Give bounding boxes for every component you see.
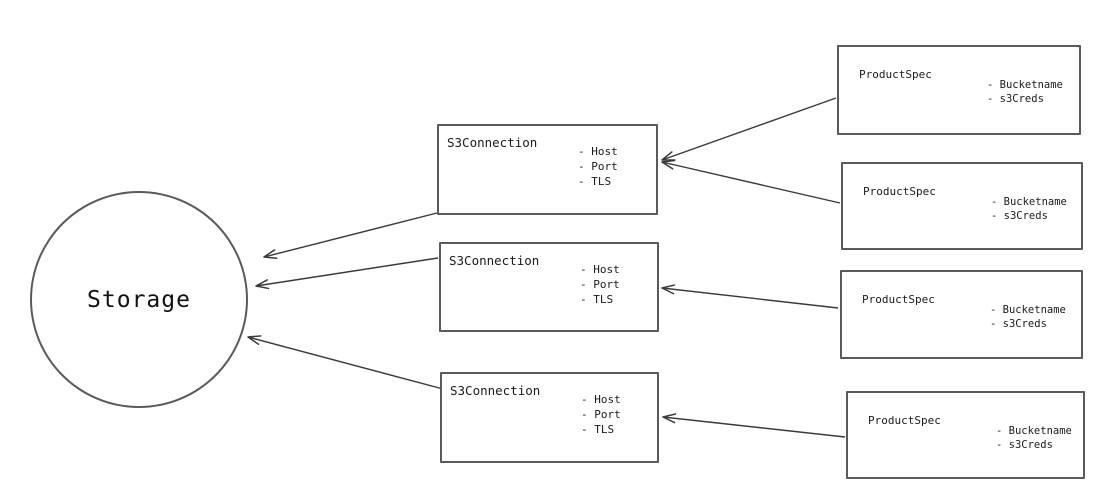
s3connection-node-2[interactable]: S3Connection - Host - Port - TLS bbox=[439, 242, 659, 332]
s3connection-attributes-2: - Host - Port - TLS bbox=[580, 262, 620, 308]
attribute-item: - TLS bbox=[578, 175, 612, 189]
attribute-item: - s3Creds bbox=[996, 439, 1053, 452]
edge-conn1-to-storage bbox=[263, 212, 438, 259]
attribute-item: - s3Creds bbox=[990, 318, 1047, 331]
productspec-title-4: ProductSpec bbox=[868, 414, 941, 427]
attribute-item: - s3Creds bbox=[987, 93, 1044, 106]
edge-spec4-to-conn3 bbox=[662, 413, 846, 438]
s3connection-node-3[interactable]: S3Connection - Host - Port - TLS bbox=[440, 372, 659, 463]
s3connection-title-1: S3Connection bbox=[447, 135, 538, 150]
s3connection-attributes-3: - Host - Port - TLS bbox=[581, 392, 621, 438]
productspec-attributes-4: - Bucketname - s3Creds bbox=[996, 424, 1072, 453]
productspec-attributes-1: - Bucketname - s3Creds bbox=[987, 78, 1063, 107]
attribute-item: - TLS bbox=[580, 293, 614, 307]
s3connection-title-3: S3Connection bbox=[450, 383, 541, 398]
productspec-node-1[interactable]: ProductSpec - Bucketname - s3Creds bbox=[837, 45, 1081, 135]
s3connection-attributes-1: - Host - Port - TLS bbox=[578, 144, 618, 190]
attribute-item: - Host bbox=[578, 145, 618, 158]
attribute-item: - Port bbox=[578, 160, 618, 174]
productspec-attributes-3: - Bucketname - s3Creds bbox=[990, 303, 1066, 332]
productspec-title-3: ProductSpec bbox=[862, 293, 935, 306]
edge-conn2-to-storage bbox=[255, 257, 439, 290]
storage-node[interactable]: Storage bbox=[30, 191, 248, 408]
attribute-item: - Host bbox=[580, 263, 620, 276]
productspec-node-2[interactable]: ProductSpec - Bucketname - s3Creds bbox=[841, 162, 1083, 250]
s3connection-node-1[interactable]: S3Connection - Host - Port - TLS bbox=[437, 124, 658, 215]
attribute-item: - Bucketname bbox=[987, 79, 1063, 91]
productspec-title-2: ProductSpec bbox=[863, 185, 936, 198]
edge-spec2-to-conn1 bbox=[661, 159, 841, 204]
productspec-node-3[interactable]: ProductSpec - Bucketname - s3Creds bbox=[840, 270, 1083, 359]
productspec-node-4[interactable]: ProductSpec - Bucketname - s3Creds bbox=[846, 391, 1085, 479]
attribute-item: - Host bbox=[581, 393, 621, 406]
productspec-attributes-2: - Bucketname - s3Creds bbox=[991, 195, 1067, 224]
s3connection-title-2: S3Connection bbox=[449, 253, 540, 268]
storage-label: Storage bbox=[87, 286, 191, 313]
edge-spec1-to-conn1 bbox=[661, 97, 837, 161]
attribute-item: - Bucketname bbox=[990, 304, 1066, 316]
edge-spec3-to-conn2 bbox=[661, 284, 839, 309]
attribute-item: - Bucketname bbox=[991, 196, 1067, 208]
edge-conn3-to-storage bbox=[247, 335, 444, 390]
attribute-item: - Port bbox=[581, 408, 621, 422]
attribute-item: - s3Creds bbox=[991, 210, 1048, 223]
attribute-item: - Bucketname bbox=[996, 425, 1072, 437]
attribute-item: - TLS bbox=[581, 423, 615, 437]
productspec-title-1: ProductSpec bbox=[859, 68, 932, 81]
attribute-item: - Port bbox=[580, 278, 620, 292]
